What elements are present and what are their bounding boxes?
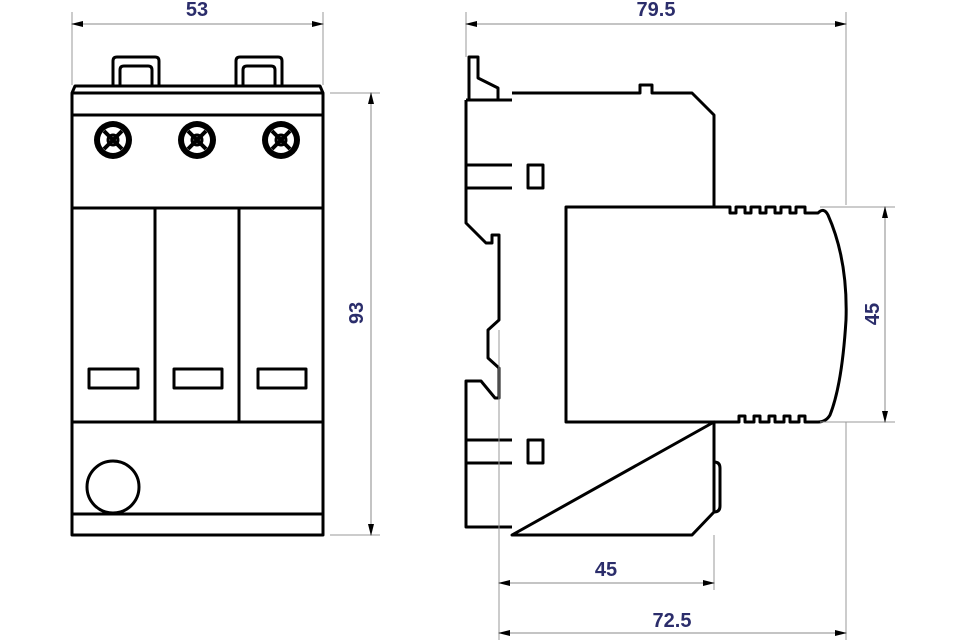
side-body-outline <box>510 83 716 537</box>
terminal-screw-icon <box>262 121 300 159</box>
dimension-width-front: 53 <box>71 0 324 85</box>
terminal-screw-icon <box>178 121 216 159</box>
side-slot <box>526 163 545 190</box>
front-view <box>70 55 325 537</box>
side-slot <box>526 438 545 465</box>
dimension-body-depth: 45 <box>498 330 715 640</box>
terminal-screw-icon <box>94 121 132 159</box>
top-tab-left <box>111 55 161 85</box>
indicator-window <box>256 367 308 390</box>
indicator-window <box>87 367 140 390</box>
dimension-overall-depth: 72.5 <box>498 422 847 640</box>
top-tab-right <box>234 55 284 85</box>
dimension-cap-height: 45 <box>820 206 895 423</box>
din-rail-clip <box>464 98 512 529</box>
dim-label-93: 93 <box>346 302 368 324</box>
side-latch <box>713 460 722 514</box>
side-view <box>464 55 848 537</box>
dim-label-45-vertical: 45 <box>862 303 884 325</box>
remote-signal-circle <box>85 459 141 515</box>
dim-label-79-5: 79.5 <box>637 0 676 21</box>
din-clip-top <box>467 55 500 100</box>
dim-label-45-horizontal: 45 <box>595 559 617 581</box>
dim-label-72-5: 72.5 <box>653 610 692 632</box>
plug-in-module <box>564 205 848 424</box>
dimension-height-front: 93 <box>330 92 380 536</box>
dimension-depth-top: 79.5 <box>465 0 847 205</box>
dim-label-53: 53 <box>186 0 208 21</box>
indicator-window <box>172 367 224 390</box>
